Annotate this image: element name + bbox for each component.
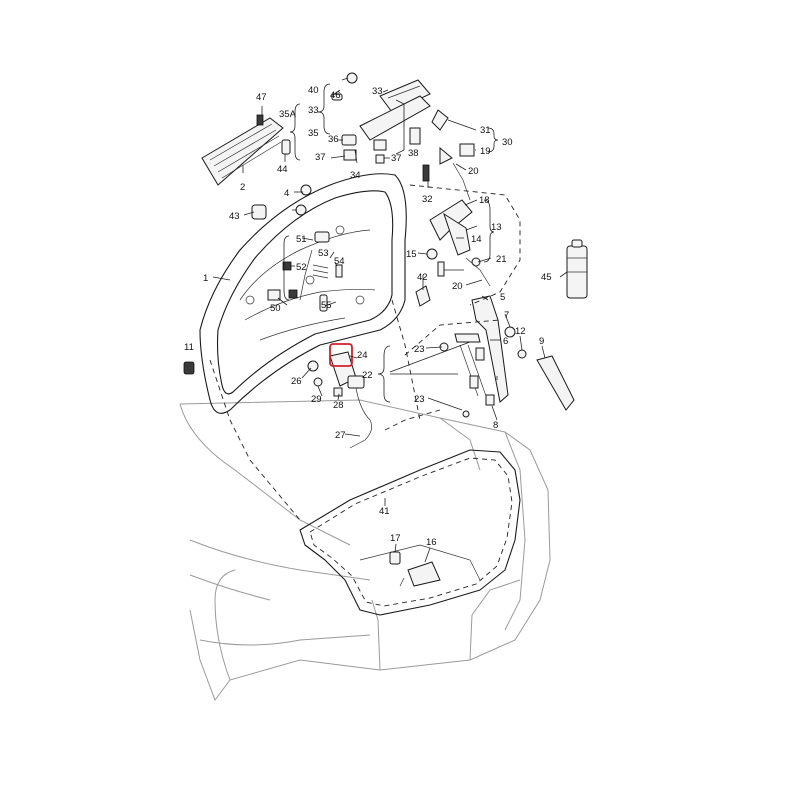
label-50: 50	[270, 303, 281, 314]
label-braces	[283, 83, 499, 403]
buffer-43	[251, 204, 267, 220]
striker	[389, 551, 441, 587]
label-43: 43	[229, 211, 240, 222]
label-1: 1	[203, 273, 208, 284]
label-47: 47	[256, 92, 267, 103]
cable-group-outline	[384, 409, 441, 431]
label-22: 22	[362, 370, 373, 381]
label-35A: 35A	[279, 109, 297, 120]
label-54: 54	[334, 256, 345, 267]
nut-4	[300, 184, 312, 196]
label-7: 7	[504, 310, 509, 321]
label-46: 46	[330, 90, 341, 101]
label-16: 16	[426, 537, 437, 548]
strut-group-outline	[404, 319, 501, 356]
label-29: 29	[311, 394, 322, 405]
car-body-outline	[179, 399, 551, 702]
label-8: 8	[493, 420, 498, 431]
screw-3	[295, 204, 307, 216]
label-51: 51	[296, 234, 307, 245]
label-24: 24	[357, 350, 368, 361]
label-26: 26	[291, 376, 302, 387]
label-15: 15	[406, 249, 417, 260]
label-35: 35	[308, 128, 319, 139]
label-19: 19	[480, 146, 491, 157]
label-13: 13	[491, 222, 502, 233]
label-17: 17	[390, 533, 401, 544]
label-12: 12	[515, 326, 526, 337]
label-31: 31	[480, 125, 491, 136]
label-52: 52	[296, 262, 307, 273]
label-53: 53	[318, 248, 329, 259]
label-40: 40	[308, 85, 319, 96]
leader-lines	[212, 77, 568, 563]
label-20b: 20	[452, 281, 463, 292]
vent-grille	[201, 114, 284, 186]
label-27: 27	[335, 430, 346, 441]
label-2: 2	[240, 182, 245, 193]
label-21: 21	[496, 254, 507, 265]
label-30: 30	[502, 137, 513, 148]
trunk-seal	[299, 449, 521, 616]
label-4: 4	[284, 188, 289, 199]
spray-can	[566, 239, 588, 299]
label-33b: 33	[308, 105, 319, 116]
label-42: 42	[417, 272, 428, 283]
label-45: 45	[541, 272, 552, 283]
label-55: 55	[321, 300, 332, 311]
label-6: 6	[503, 336, 508, 347]
label-38: 38	[408, 148, 419, 159]
clip-44	[281, 139, 291, 155]
label-11: 11	[184, 342, 194, 353]
label-5: 5	[500, 292, 505, 303]
lock-assembly	[426, 162, 491, 287]
label-41: 41	[379, 506, 390, 517]
label-23a: 23	[414, 344, 425, 355]
lid-mechanism	[267, 231, 343, 312]
label-34: 34	[350, 170, 361, 181]
label-33a: 33	[372, 86, 383, 97]
callout-labels: 1 2 4 5 6 7 8 9 11 12 13 14 15 16 17 18 …	[184, 85, 552, 548]
label-28: 28	[333, 400, 344, 411]
handle-cluster	[331, 72, 475, 182]
highlighted-part-marker	[329, 343, 353, 367]
label-9: 9	[539, 336, 544, 347]
label-44: 44	[277, 164, 288, 175]
label-36: 36	[328, 134, 339, 145]
label-20a: 20	[468, 166, 479, 177]
label-14a: 14	[471, 234, 482, 245]
label-37a: 37	[315, 152, 326, 163]
label-18: 18	[479, 195, 490, 206]
stop-11	[183, 361, 195, 375]
lock-group-outline	[409, 184, 521, 306]
label-23b: 23	[414, 394, 425, 405]
label-32: 32	[422, 194, 433, 205]
label-37b: 37	[391, 153, 402, 164]
trunk-lid	[199, 173, 421, 521]
